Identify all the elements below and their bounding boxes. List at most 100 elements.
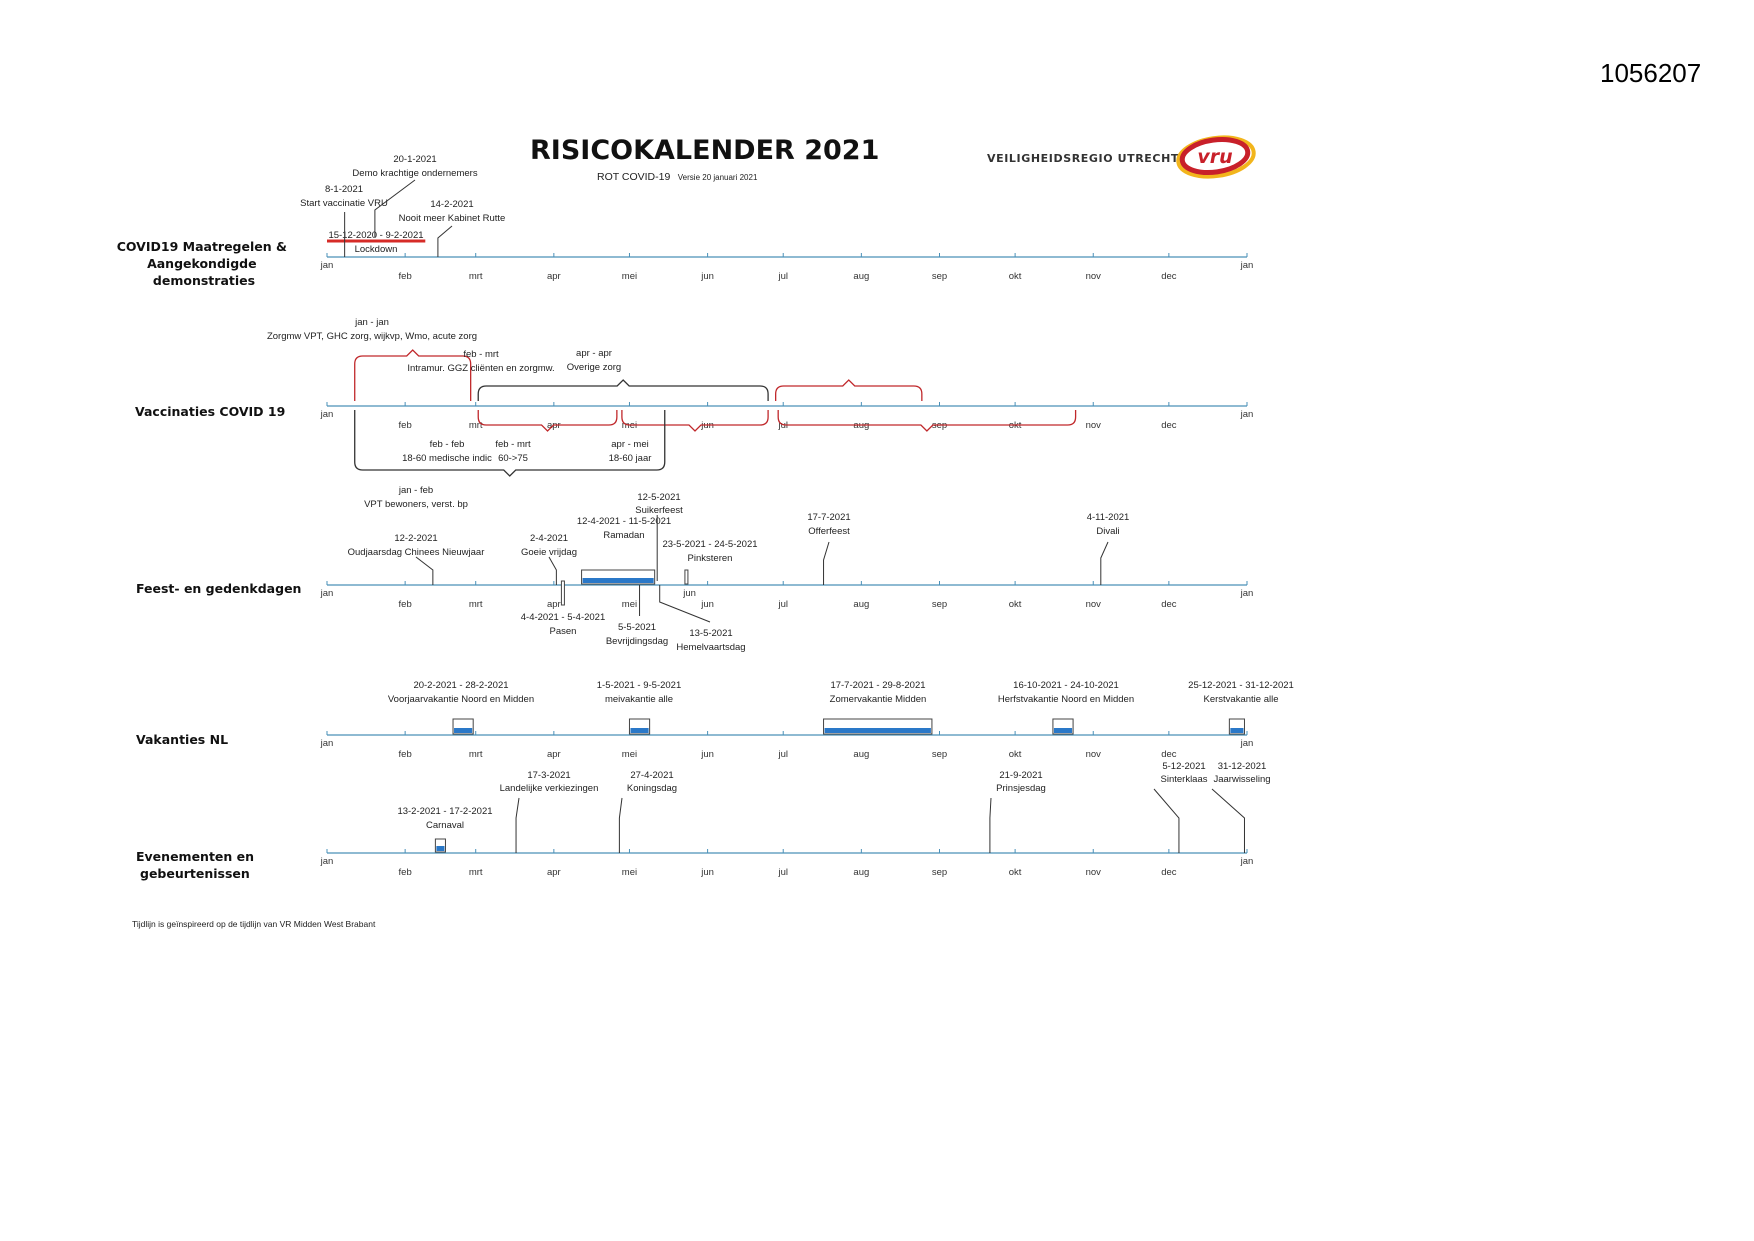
month-label: feb <box>399 271 412 282</box>
month-label: sep <box>932 867 947 878</box>
month-label: aug <box>853 271 869 282</box>
event-date: 14-2-2021 <box>430 199 473 210</box>
month-label: jul <box>777 420 788 431</box>
brace-date: jan - jan <box>354 317 389 328</box>
brace-date: feb - feb <box>430 439 465 450</box>
brace-text: VPT bewoners, verst. bp <box>364 499 468 510</box>
vru-logo: vru <box>1176 135 1256 179</box>
pasen-bar <box>560 580 565 606</box>
row-label-covid-measures: COVID19 Maatregelen & Aangekondigde demo… <box>117 239 292 288</box>
period-bar-fill <box>630 728 649 733</box>
event-name: Landelijke verkiezingen <box>500 783 599 794</box>
vacation-date: 17-7-2021 - 29-8-2021 <box>830 680 925 691</box>
event-date: 8-1-2021 <box>325 184 363 195</box>
event-leader-line <box>823 541 830 585</box>
span-date: 4-4-2021 - 5-4-2021 <box>521 612 606 623</box>
month-label: jun <box>700 867 714 878</box>
month-label: mrt <box>469 599 483 610</box>
month-label: jul <box>777 271 788 282</box>
brace-date: feb - mrt <box>495 439 531 450</box>
event-name: Nooit meer Kabinet Rutte <box>399 213 506 224</box>
month-label: aug <box>853 867 869 878</box>
span-name: Pinksteren <box>688 553 733 564</box>
row-labels: COVID19 Maatregelen & Aangekondigde demo… <box>117 239 302 881</box>
month-label: jun <box>682 588 696 599</box>
event-date: 27-4-2021 <box>630 770 673 781</box>
month-label: mrt <box>469 749 483 760</box>
calendar-title: RISICOKALENDER 2021 <box>530 135 879 166</box>
event-leader-line <box>618 797 623 853</box>
brace-above <box>477 379 769 401</box>
event-leader-line <box>437 225 453 257</box>
period-bar <box>581 569 656 585</box>
event-leader-line <box>989 797 992 853</box>
month-label: jan <box>1240 738 1254 749</box>
event-leader-line <box>1100 541 1109 585</box>
brace-date: feb - mrt <box>463 349 499 360</box>
event-name: Oudjaarsdag Chinees Nieuwjaar <box>348 547 485 558</box>
row-label-line: Aangekondigde <box>147 256 257 271</box>
brace-text: Overige zorg <box>567 362 621 373</box>
event-date: 13-5-2021 <box>689 628 732 639</box>
period-bar-fill <box>1230 728 1244 733</box>
event-name: Goeie vrijdag <box>521 547 577 558</box>
vacation-name: Voorjaarvakantie Noord en Midden <box>388 694 534 705</box>
vacation-date: 25-12-2021 - 31-12-2021 <box>1188 680 1294 691</box>
event-leader-line <box>1211 788 1245 853</box>
month-label: mrt <box>469 271 483 282</box>
vacation-name: Kerstvakantie alle <box>1204 694 1279 705</box>
brace-below <box>477 410 618 432</box>
pinksteren-bar <box>684 569 689 585</box>
month-label: aug <box>853 599 869 610</box>
period-bar-fill <box>436 846 445 851</box>
row-label-holidays-memorial: Feest- en gedenkdagen <box>136 581 301 596</box>
month-label: mrt <box>469 867 483 878</box>
month-label: jan <box>320 856 334 867</box>
event-leader-line <box>659 585 711 623</box>
event-leader-line <box>548 556 557 585</box>
month-label: jul <box>777 867 788 878</box>
span-name: Carnaval <box>426 820 464 831</box>
month-label: dec <box>1161 749 1177 760</box>
event-leader-line <box>374 179 416 237</box>
span-date: 12-4-2021 - 11-5-2021 <box>577 516 671 527</box>
brace-date: apr - apr <box>576 348 612 359</box>
vacation-name: meivakantie alle <box>605 694 673 705</box>
month-label: feb <box>399 599 412 610</box>
period-bar-outline <box>434 838 446 853</box>
row-label-line: demonstraties <box>153 273 255 288</box>
month-label: dec <box>1161 867 1177 878</box>
event-name: Divali <box>1096 526 1119 537</box>
event-name: Sinterklaas <box>1161 774 1208 785</box>
month-label: mei <box>622 867 637 878</box>
month-label: aug <box>853 749 869 760</box>
vacation-date: 20-2-2021 - 28-2-2021 <box>413 680 508 691</box>
month-label: mei <box>622 271 637 282</box>
period-bar-fill <box>1053 728 1073 733</box>
month-label: sep <box>932 749 947 760</box>
calendar-subtitle: ROT COVID-19 Versie 20 januari 2021 <box>597 167 758 184</box>
event-name: Demo krachtige ondernemers <box>352 168 477 179</box>
span-date: 23-5-2021 - 24-5-2021 <box>662 539 757 550</box>
period-bar <box>452 718 474 735</box>
timeline-marks: 15-12-2020 - 9-2-2021Lockdown8-1-2021Sta… <box>267 154 1294 853</box>
event-name: Start vaccinatie VRU <box>300 198 388 209</box>
row-label-events: Evenementen en gebeurtenissen <box>136 849 258 881</box>
period-bar <box>434 838 446 853</box>
brace-date: apr - mei <box>611 439 648 450</box>
period-bar <box>1228 718 1245 735</box>
period-bar-fill <box>824 728 931 733</box>
vacation-name: Zomervakantie Midden <box>830 694 927 705</box>
month-label: jan <box>1240 409 1254 420</box>
month-label: dec <box>1161 599 1177 610</box>
event-name: Jaarwisseling <box>1213 774 1270 785</box>
month-label: nov <box>1086 599 1102 610</box>
period-bar-fill <box>582 578 654 583</box>
vru-logo-text: vru <box>1197 146 1232 168</box>
event-date: 12-5-2021 <box>637 492 680 503</box>
brace-text: Zorgmw VPT, GHC zorg, wijkvp, Wmo, acute… <box>267 331 477 342</box>
brace-below <box>777 410 1077 432</box>
brace-date: jan - feb <box>398 485 433 496</box>
event-name: Hemelvaartsdag <box>676 642 745 653</box>
